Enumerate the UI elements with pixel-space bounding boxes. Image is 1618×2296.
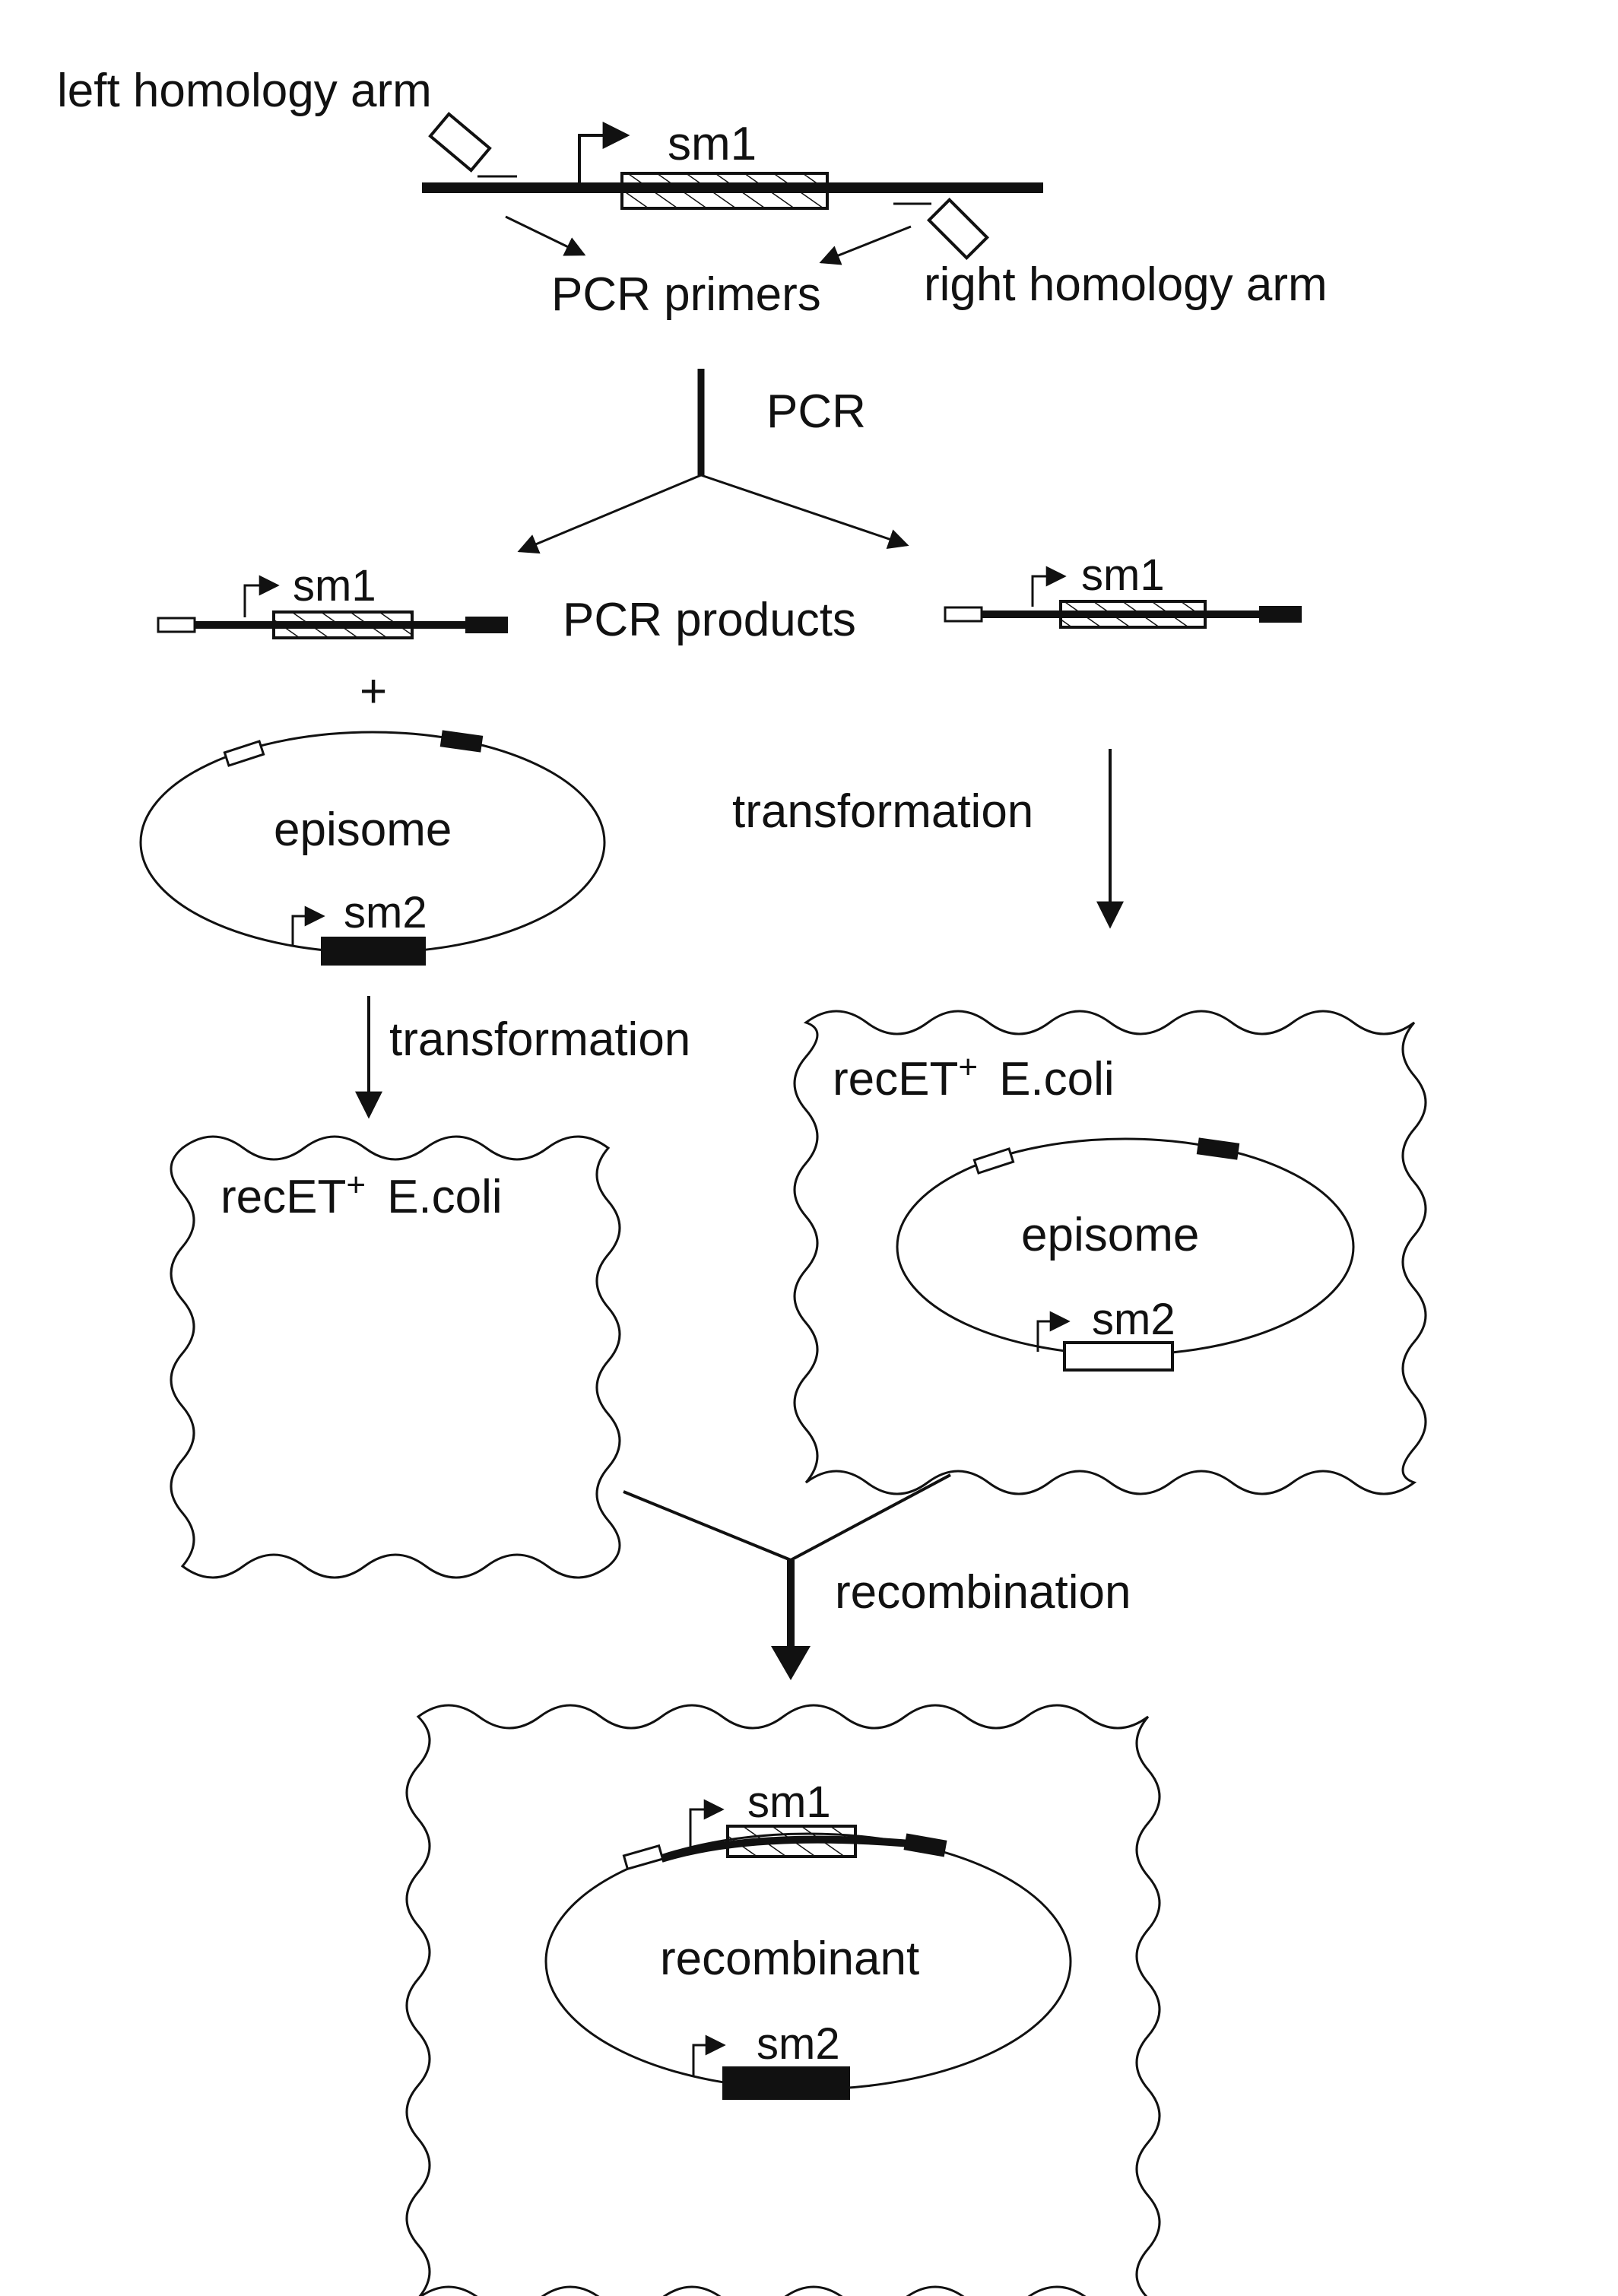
recombination-label: recombination: [835, 1566, 1131, 1619]
sm1-gene-box: [622, 173, 827, 208]
sm1-label: sm1: [668, 118, 757, 170]
left-cell-recet: recET: [220, 1171, 346, 1223]
plus-sign: +: [360, 665, 387, 718]
left-transformation-label: transformation: [389, 1013, 690, 1066]
sm1-label-left: sm1: [293, 561, 376, 610]
result-sm1-label: sm1: [747, 1777, 831, 1827]
left-primer: [430, 114, 490, 170]
right-cell-ecoli: E.coli: [999, 1053, 1115, 1105]
recombinant-label: recombinant: [660, 1933, 919, 1985]
right-cell-recet: recET: [833, 1053, 958, 1105]
primer-arrow-right: [821, 227, 911, 262]
svg-text:recET+E.coli: recET+ E.coli: [220, 1166, 503, 1223]
top-construct: sm1: [422, 114, 1043, 262]
right-primer: [929, 200, 987, 258]
pcr-label: PCR: [766, 385, 866, 438]
pcr-product-right: sm1: [945, 550, 1302, 627]
sm2-label-right: sm2: [1092, 1295, 1175, 1344]
right-episome-label: episome: [1021, 1209, 1199, 1261]
right-cell-plus: +: [958, 1048, 978, 1086]
right-homology-arm-label: right homology arm: [924, 258, 1328, 311]
result-sm2-label: sm2: [757, 2019, 840, 2069]
sm1-label-right: sm1: [1081, 550, 1165, 600]
left-homology-arm-label: left homology arm: [57, 65, 432, 117]
pcr-product-left: sm1: [158, 561, 508, 638]
svg-text:recET+E.coli: recET+ E.coli: [833, 1048, 1115, 1105]
sm2-label-left: sm2: [344, 888, 427, 937]
left-cell-plus: +: [346, 1166, 366, 1203]
left-cell-ecoli: E.coli: [387, 1171, 503, 1223]
promoter-arrow: [579, 135, 627, 182]
pcr-products-label: PCR products: [563, 594, 856, 646]
left-episome-label: episome: [274, 804, 452, 856]
pcr-primers-label: PCR primers: [551, 268, 821, 321]
right-transformation-label: transformation: [732, 785, 1033, 838]
primer-arrow-left: [506, 217, 584, 255]
